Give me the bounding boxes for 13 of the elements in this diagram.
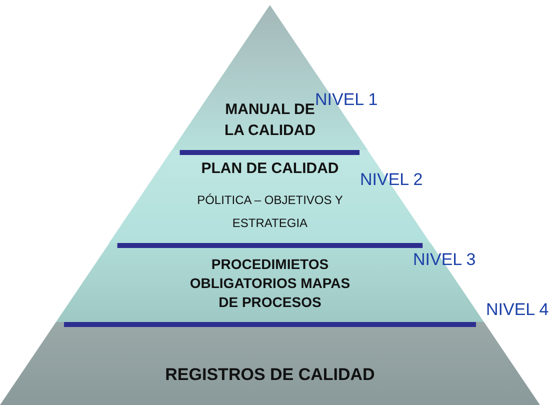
tier-heading: MANUAL DE LA CALIDAD [223, 100, 316, 140]
tier-heading: REGISTROS DE CALIDAD [165, 364, 375, 386]
pyramid-tier [56, 243, 484, 322]
level-label: NIVEL 2 [360, 170, 423, 190]
level-label: NIVEL 3 [413, 250, 476, 270]
level-label: NIVEL 4 [486, 300, 549, 320]
tier-description: PÓLITICA – OBJETIVOS Y ESTRATEGIA [196, 192, 344, 232]
tier-heading: PLAN DE CALIDAD [201, 158, 339, 179]
pyramid-tier [109, 150, 431, 243]
tier-heading: PROCEDIMIETOS OBLIGATORIOS MAPAS DE PROCESOS [188, 255, 351, 312]
level-label: NIVEL 1 [315, 90, 378, 110]
pyramid-tier [0, 322, 540, 405]
pyramid-tier [172, 5, 368, 150]
